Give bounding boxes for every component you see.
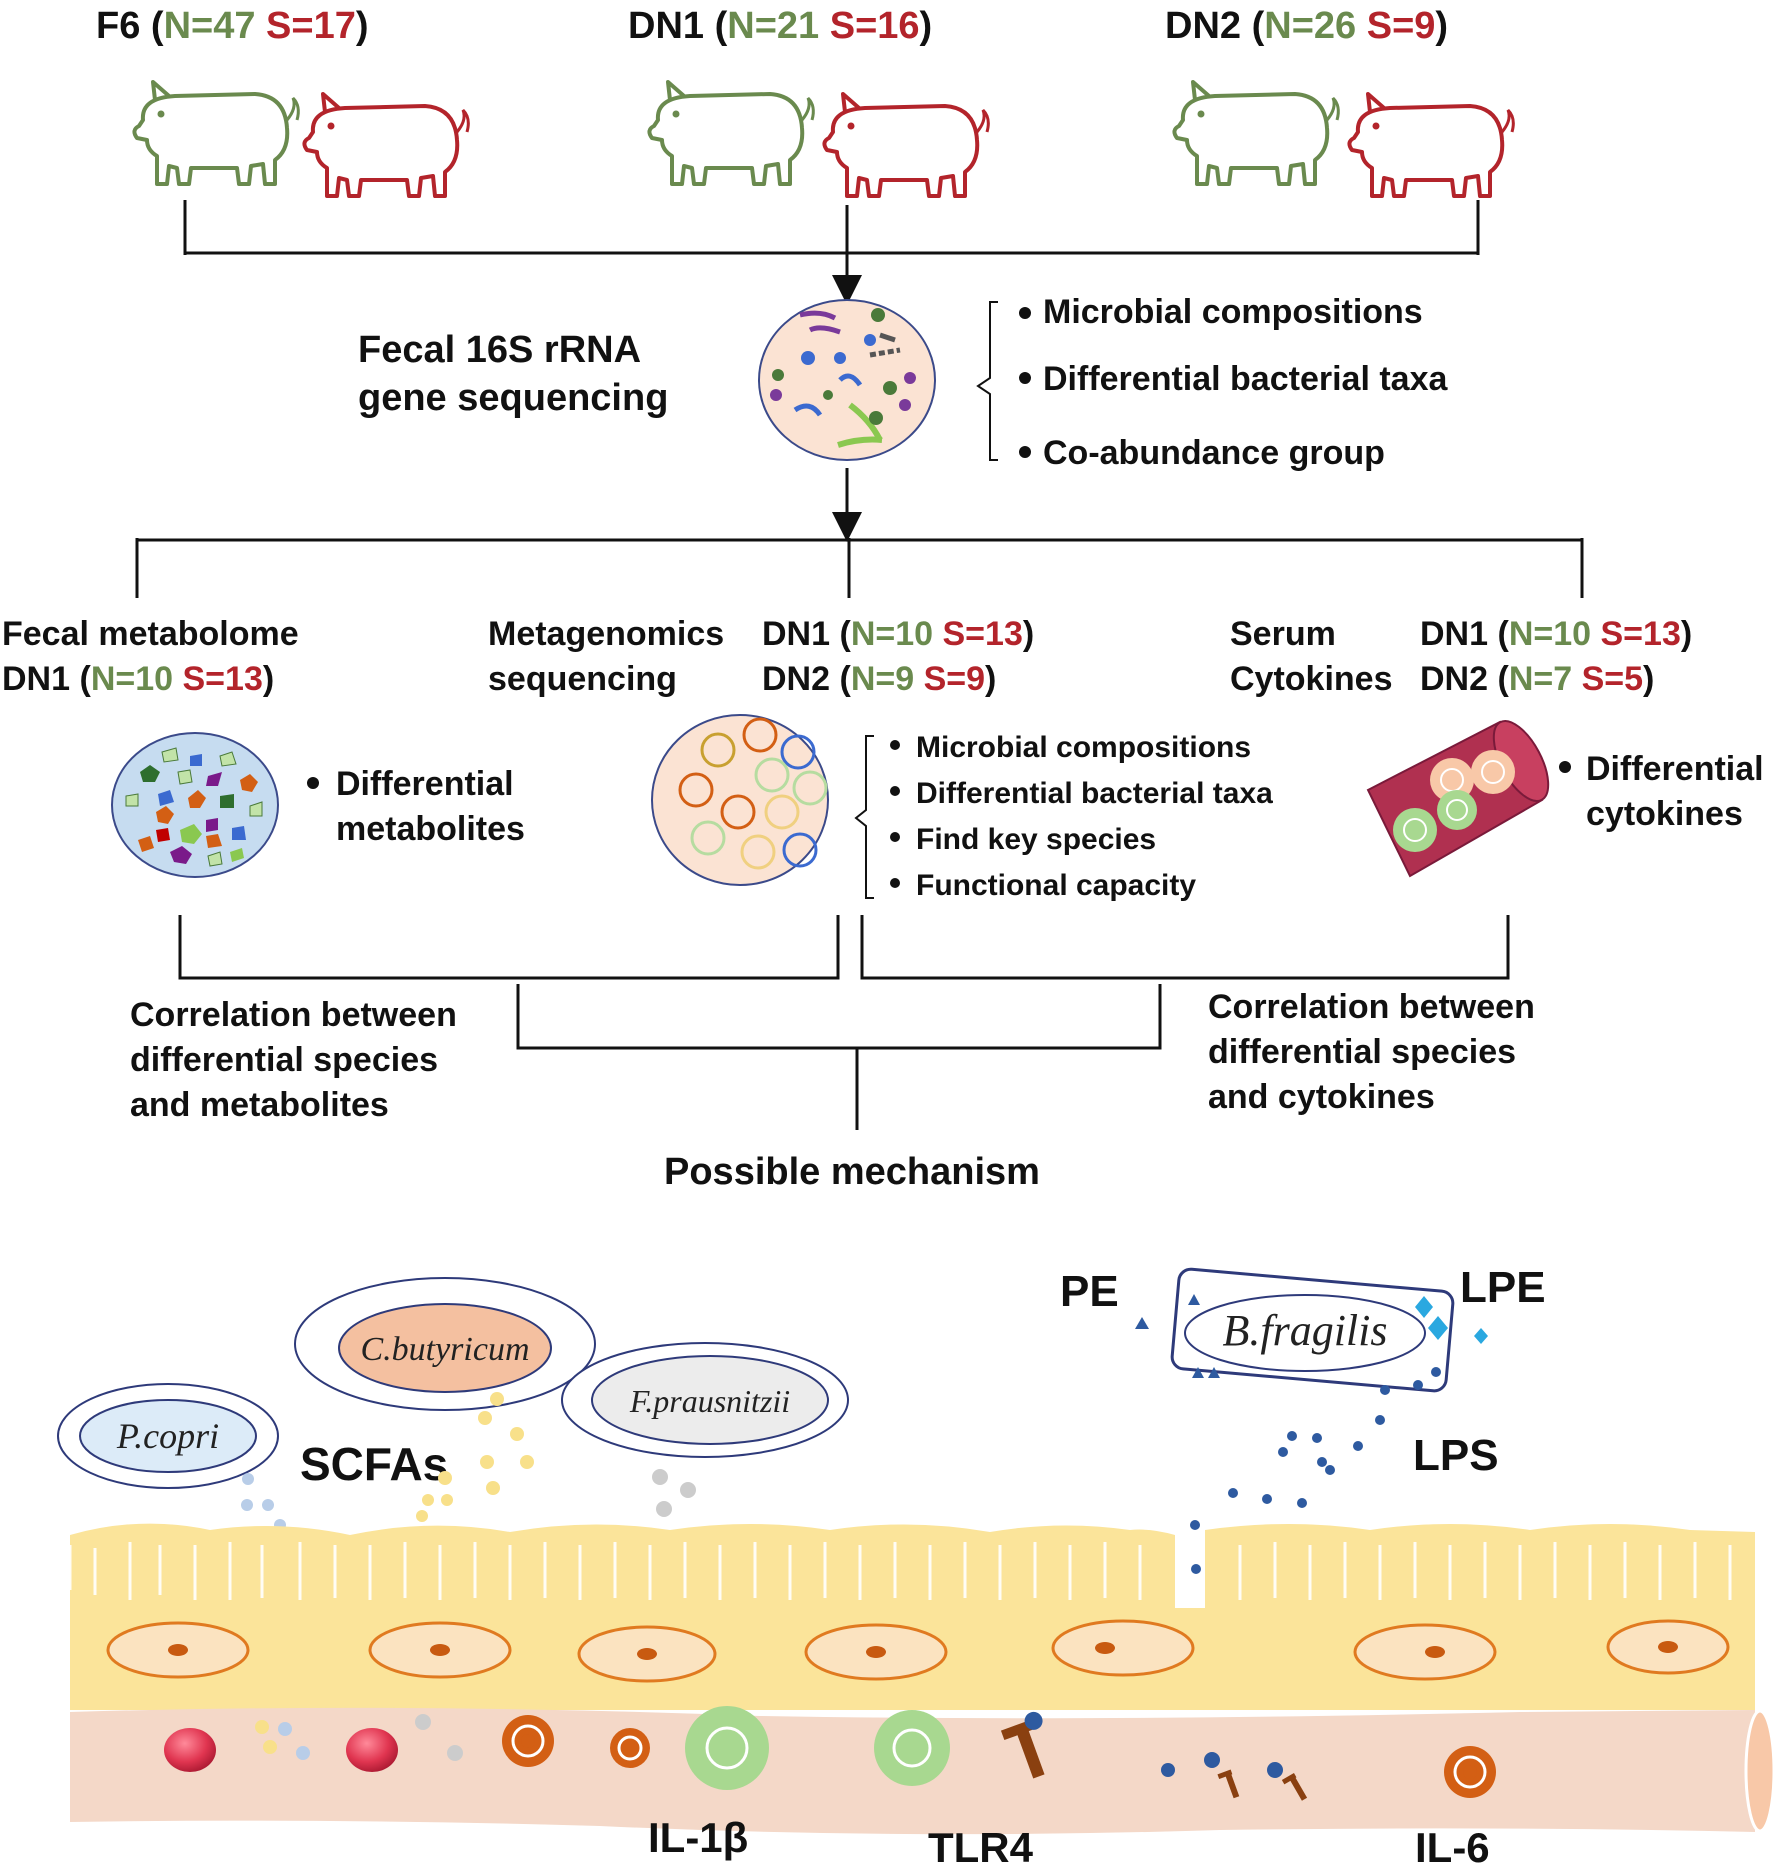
- correlation-right-line: Correlation between: [1208, 988, 1535, 1026]
- bullet-text: Microbial compositions: [1043, 293, 1423, 331]
- bullet-text: Find key species: [916, 823, 1156, 856]
- group-dn1-label: DN1 (N=21 S=16): [628, 5, 932, 47]
- group-f6: F6 (N=47 S=17): [96, 5, 471, 198]
- bullet-text: Functional capacity: [916, 869, 1196, 902]
- cytokines-dn1-label: DN1 (N=10 S=13): [1420, 615, 1692, 653]
- sick-pig-icon: [302, 92, 471, 198]
- bullet-text: Differential: [1586, 750, 1764, 788]
- cytokines-title-line1: Serum: [1230, 615, 1336, 653]
- lpe-label: LPE: [1460, 1263, 1546, 1312]
- bacterium-f-prausnitzii: F.prausnitzii: [561, 1342, 849, 1458]
- correlation-left-line: differential species: [130, 1041, 438, 1079]
- mechanism-title: Possible mechanism: [664, 1151, 1040, 1193]
- sick-pig-icon: [822, 92, 991, 198]
- metagenomics-dn2-label: DN2 (N=9 S=9): [762, 660, 996, 698]
- il1b-label: IL-1β: [648, 1814, 748, 1861]
- bullet-dot: [307, 777, 319, 789]
- bacterium-label: P.copri: [116, 1416, 219, 1456]
- normal-pig-icon: [647, 80, 816, 186]
- lps-label: LPS: [1413, 1431, 1499, 1480]
- microbe-dish-icon: [758, 299, 936, 461]
- sequencing-title-line2: gene sequencing: [358, 377, 668, 419]
- group-dn2-label: DN2 (N=26 S=9): [1165, 5, 1448, 47]
- correlation-left-line: Correlation between: [130, 996, 457, 1034]
- bacterium-p-copri: P.copri: [57, 1383, 279, 1489]
- sequencing-bullets: Microbial compositions Differential bact…: [1019, 293, 1448, 472]
- middle-connector: [135, 468, 1584, 598]
- tlr4-receptors: [1000, 1711, 1308, 1801]
- bullet-dot: [1559, 761, 1571, 773]
- pe-molecule-icon: [1135, 1317, 1149, 1329]
- lpe-molecule-icon: [1474, 1328, 1488, 1344]
- blood-cells: [164, 1706, 1496, 1798]
- correlation-right-line: and cytokines: [1208, 1078, 1435, 1116]
- cytokines-title-line2: Cytokines: [1230, 660, 1393, 698]
- metagenomics-bullets: Microbial compositions Differential bact…: [890, 731, 1273, 902]
- correlation-left-line: and metabolites: [130, 1086, 389, 1124]
- group-dn1: DN1 (N=21 S=16): [628, 5, 991, 198]
- correlation-right-line: differential species: [1208, 1033, 1516, 1071]
- correlation-connector: [178, 915, 1510, 1130]
- metagenomics-title-line1: Metagenomics: [488, 615, 724, 653]
- metabolome-dn1-label: DN1 (N=10 S=13): [2, 660, 274, 698]
- bacterium-label: F.prausnitzii: [629, 1383, 790, 1419]
- bullet-text: cytokines: [1586, 795, 1743, 833]
- sick-pig-icon: [1347, 92, 1516, 198]
- bullet-text: Differential bacterial taxa: [916, 777, 1273, 810]
- bracket: [976, 301, 998, 461]
- bullet-text: Co-abundance group: [1043, 434, 1385, 472]
- metabolite-dish-icon: [111, 732, 279, 878]
- bacterium-label: C.butyricum: [360, 1331, 529, 1368]
- metagenomics-dn1-label: DN1 (N=10 S=13): [762, 615, 1034, 653]
- scfas-label: SCFAs: [300, 1438, 448, 1490]
- species-dish-icon: [651, 714, 829, 886]
- group-f6-label: F6 (N=47 S=17): [96, 5, 369, 47]
- bullet-text: metabolites: [336, 810, 525, 848]
- epithelial-cells: [106, 1619, 1730, 1683]
- bracket: [854, 735, 874, 899]
- tlr4-label: TLR4: [928, 1824, 1034, 1867]
- bacterium-label: B.fragilis: [1222, 1306, 1387, 1355]
- lps-particles: [1190, 1415, 1385, 1655]
- blood-vessel-icon: [1366, 720, 1550, 878]
- metabolome-title: Fecal metabolome: [2, 615, 299, 653]
- top-connector: [183, 200, 1480, 305]
- normal-pig-icon: [132, 80, 301, 186]
- bullet-text: Microbial compositions: [916, 731, 1251, 764]
- bacterium-b-fragilis: B.fragilis: [1170, 1267, 1455, 1395]
- bullet-text: Differential bacterial taxa: [1043, 360, 1448, 398]
- bacterium-c-butyricum: C.butyricum: [294, 1277, 596, 1411]
- cytokines-dn2-label: DN2 (N=7 S=5): [1420, 660, 1654, 698]
- group-dn2: DN2 (N=26 S=9): [1165, 5, 1516, 198]
- il6-label: IL-6: [1415, 1824, 1490, 1867]
- pe-label: PE: [1060, 1267, 1119, 1316]
- sequencing-title-line1: Fecal 16S rRNA: [358, 329, 641, 371]
- normal-pig-icon: [1172, 80, 1341, 186]
- intestinal-epithelium: [68, 1523, 1755, 1710]
- metagenomics-title-line2: sequencing: [488, 660, 677, 698]
- bullet-text: Differential: [336, 765, 514, 803]
